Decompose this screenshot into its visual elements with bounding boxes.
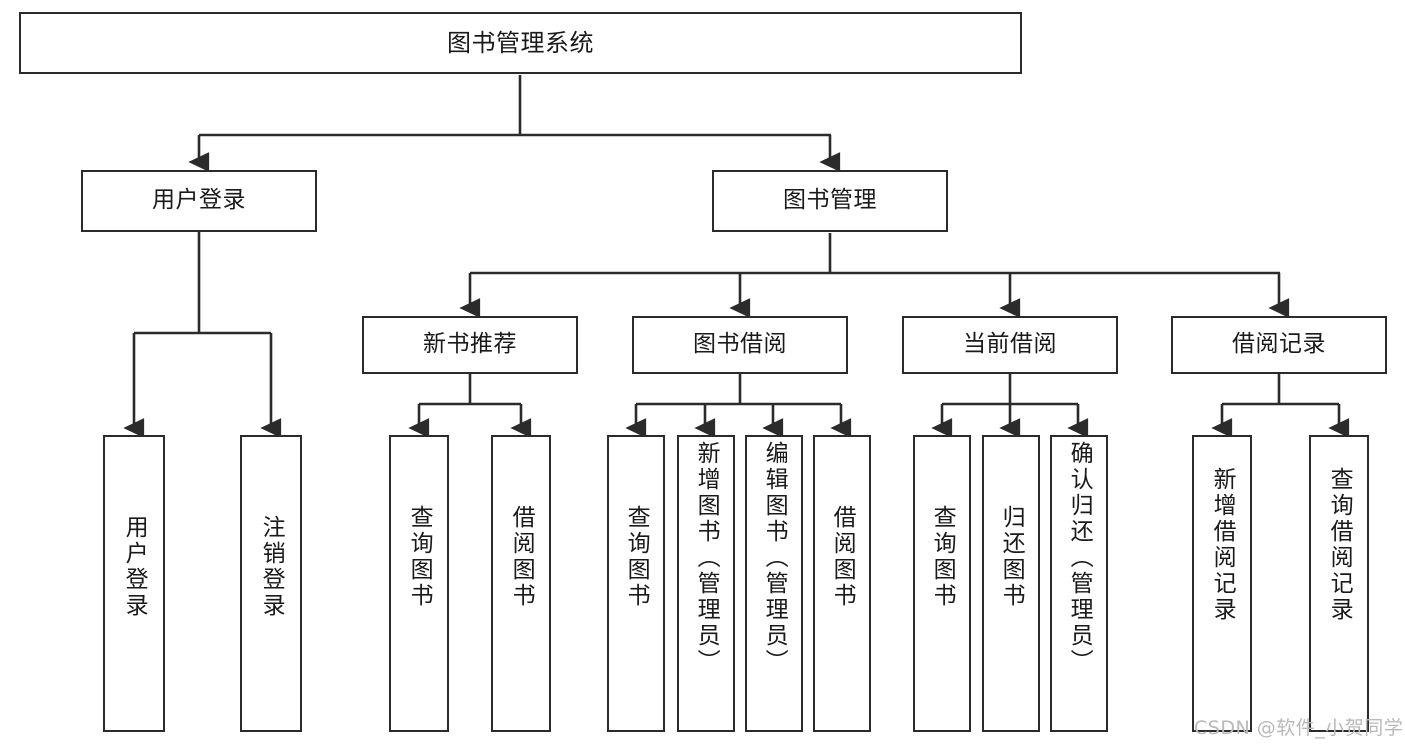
node-label: 新增图书（管理员） xyxy=(693,441,720,675)
node-root-book-management-system[interactable]: 图书管理系统 xyxy=(19,12,1022,74)
leaf-add-borrow-record[interactable]: 新增借阅记录 xyxy=(1192,435,1252,732)
node-book-management[interactable]: 图书管理 xyxy=(712,170,948,232)
leaf-user-logout[interactable]: 注销登录 xyxy=(240,435,302,732)
leaf-user-login[interactable]: 用户登录 xyxy=(103,435,165,732)
leaf-borrow-book-borrow[interactable]: 借阅图书 xyxy=(813,435,871,732)
node-new-book-recommend[interactable]: 新书推荐 xyxy=(362,316,578,374)
node-label: 注销登录 xyxy=(258,515,285,619)
leaf-add-book-admin[interactable]: 新增图书（管理员） xyxy=(677,435,735,732)
node-label: 借阅图书 xyxy=(829,505,856,609)
leaf-edit-book-admin[interactable]: 编辑图书（管理员） xyxy=(745,435,803,732)
node-user-login[interactable]: 用户登录 xyxy=(81,170,317,232)
leaf-query-book-borrow[interactable]: 查询图书 xyxy=(607,435,665,732)
node-label: 图书管理 xyxy=(783,187,877,214)
node-label: 归还图书 xyxy=(998,505,1025,609)
node-label: 确认归还（管理员） xyxy=(1066,441,1093,675)
watermark-text: CSDN @软件_小贺同学 xyxy=(1194,717,1404,739)
leaf-query-borrow-record[interactable]: 查询借阅记录 xyxy=(1309,435,1369,732)
node-current-borrow[interactable]: 当前借阅 xyxy=(902,316,1118,374)
node-label: 用户登录 xyxy=(152,187,246,214)
node-label: 查询图书 xyxy=(929,505,956,609)
leaf-query-book-new-rec[interactable]: 查询图书 xyxy=(389,435,449,732)
leaf-confirm-return-admin[interactable]: 确认归还（管理员） xyxy=(1050,435,1108,732)
node-label: 图书借阅 xyxy=(693,331,787,358)
node-book-borrow[interactable]: 图书借阅 xyxy=(632,316,848,374)
node-borrow-record[interactable]: 借阅记录 xyxy=(1171,316,1387,374)
node-label: 查询图书 xyxy=(406,505,433,609)
node-label: 编辑图书（管理员） xyxy=(761,441,788,675)
node-label: 用户登录 xyxy=(121,515,148,619)
leaf-return-book[interactable]: 归还图书 xyxy=(982,435,1040,732)
leaf-query-book-current[interactable]: 查询图书 xyxy=(913,435,971,732)
node-label: 新增借阅记录 xyxy=(1209,467,1236,623)
node-label: 当前借阅 xyxy=(963,331,1057,358)
node-label: 查询借阅记录 xyxy=(1326,467,1353,623)
node-label: 新书推荐 xyxy=(423,331,517,358)
node-label: 查询图书 xyxy=(623,505,650,609)
node-label: 借阅图书 xyxy=(508,505,535,609)
leaf-borrow-book-new-rec[interactable]: 借阅图书 xyxy=(491,435,551,732)
node-label: 借阅记录 xyxy=(1232,331,1326,358)
node-label: 图书管理系统 xyxy=(447,28,594,57)
